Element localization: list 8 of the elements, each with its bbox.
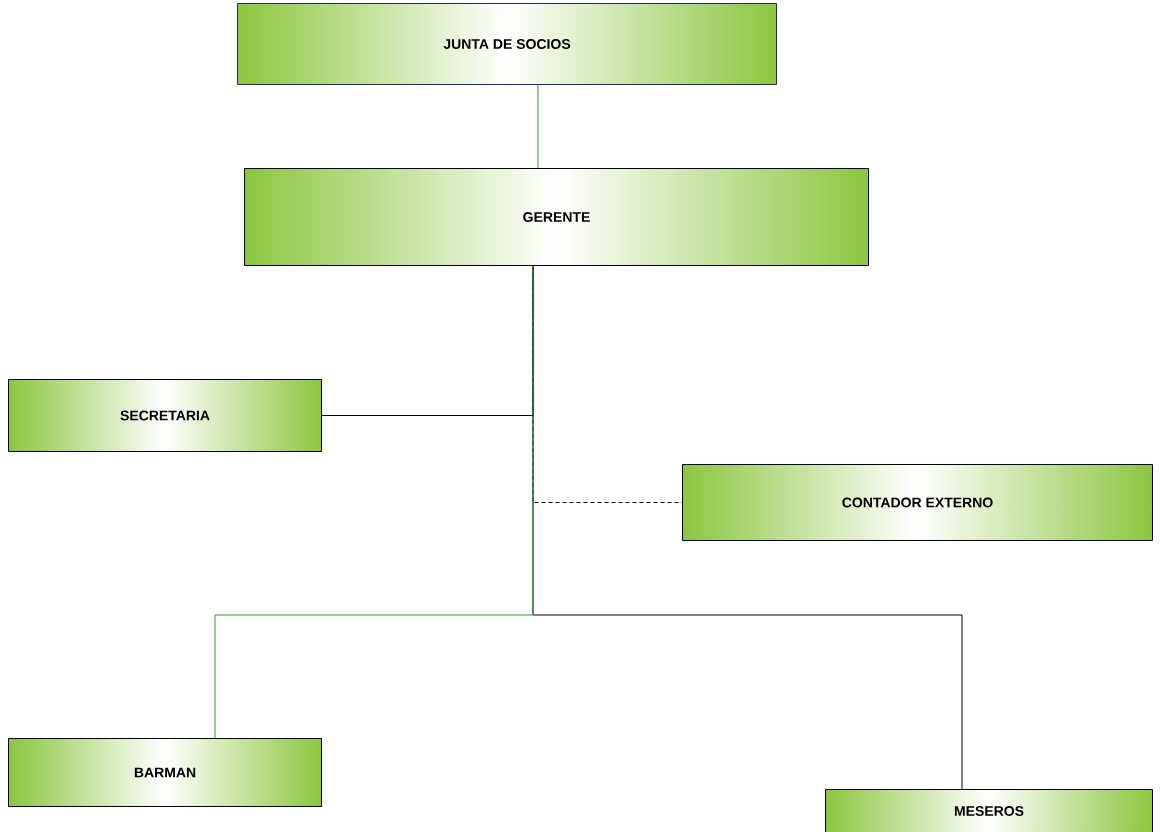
org-box: GERENTE — [244, 168, 869, 266]
connector-line — [214, 265, 534, 739]
org-box: SECRETARIA — [8, 379, 322, 452]
org-box: CONTADOR EXTERNO — [682, 464, 1153, 541]
connector-line — [537, 84, 539, 169]
org-box: MESEROS — [825, 789, 1153, 832]
org-box: JUNTA DE SOCIOS — [237, 3, 777, 85]
org-box: BARMAN — [8, 738, 322, 807]
